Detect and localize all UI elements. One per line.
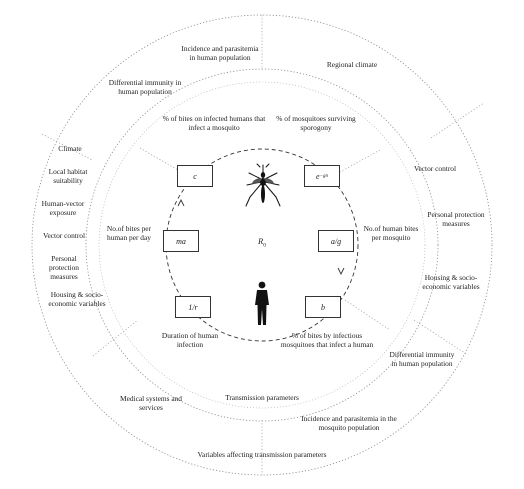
label-differential-immunity-human-top: Differential immunity in human populatio… [108, 78, 182, 97]
label-personal-protection-left: Personal protection measures [49, 254, 79, 282]
param-box-1-r: 1/r [175, 296, 211, 318]
outer-ring-boundary [31, 14, 493, 476]
label-regional-climate: Regional climate [326, 60, 378, 69]
label-differential-immunity-human-bottom: Differential immunity in human populatio… [389, 350, 455, 369]
label-pct-bites-infectious-mosquitoes: % of bites by infectious mosquitoes that… [280, 331, 374, 350]
mosquito-icon [245, 163, 281, 207]
link-upper-right [339, 149, 381, 173]
r0-label: R0 [258, 236, 266, 249]
label-personal-protection-right: Personal protection measures [427, 210, 485, 229]
label-vector-control-right: Vector control [413, 164, 457, 173]
spoke-upper-right [430, 102, 485, 139]
param-box-b: b [305, 296, 341, 318]
label-pct-bites-infected-humans: % of bites on infected humans that infec… [162, 114, 266, 133]
label-medical-systems: Medical systems and services [120, 394, 182, 413]
label-ring-caption: Variables affecting transmission paramet… [197, 450, 327, 459]
label-vector-control-left: Vector control [42, 231, 86, 240]
param-box-e-gn: e−gn [304, 165, 340, 187]
label-housing-left: Housing & socio-economic variables [48, 290, 106, 309]
param-box-c: c [177, 165, 213, 187]
link-upper-left [139, 147, 179, 171]
label-local-habitat: Local habitat suitability [48, 167, 88, 186]
human-icon [255, 281, 269, 325]
label-pct-mosquitoes-surviving: % of mosquitoes surviving sporogony [276, 114, 356, 133]
label-climate: Climate [58, 144, 82, 153]
label-duration-human-infection: Duration of human infection [161, 331, 219, 350]
label-housing-right: Housing & socio-economic variables [422, 273, 480, 292]
spoke-lower-right [413, 319, 469, 356]
inner-ring-boundary [98, 81, 426, 409]
label-incidence-human: Incidence and parasitemia in human popul… [181, 44, 259, 63]
link-lower-right [344, 299, 391, 331]
label-human-bites-per-mosquito: No.of human bites per mosquito [363, 224, 419, 243]
cycle-arrow-left [177, 198, 185, 207]
label-human-vector-exposure: Human-vector exposure [41, 199, 85, 218]
param-box-ma: ma [163, 230, 199, 252]
param-box-a-g: a/g [318, 230, 354, 252]
spoke-lower-left [92, 319, 139, 357]
cycle-arrow-right [337, 267, 345, 276]
label-transmission-parameters: Transmission parameters [225, 393, 299, 402]
label-incidence-mosquito: Incidence and parasitemia in the mosquit… [301, 414, 397, 433]
label-bites-per-human-per-day: No.of bites per human per day [106, 224, 152, 243]
